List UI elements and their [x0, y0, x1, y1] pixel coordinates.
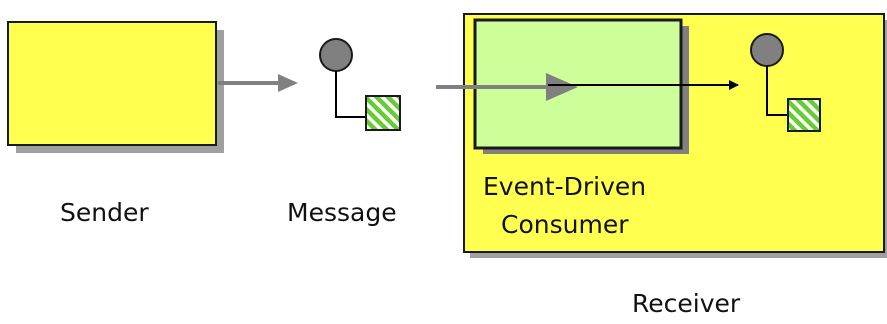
- receiver-label: Receiver: [632, 289, 741, 318]
- message-label: Message: [287, 198, 397, 227]
- sender-label: Sender: [60, 198, 149, 227]
- message-to-consumer-arrow: [436, 73, 578, 101]
- event-driven-consumer-label-line2: Consumer: [501, 210, 629, 239]
- event-driven-consumer-box: [473, 18, 689, 154]
- event-driven-consumer-label: Event-Driven Consumer: [483, 168, 693, 244]
- sender-box: [7, 21, 224, 153]
- sender-to-message-arrow: [218, 74, 298, 92]
- message-icon: [319, 38, 401, 131]
- received-message-icon: [750, 33, 821, 132]
- event-driven-consumer-label-line1: Event-Driven: [483, 172, 647, 201]
